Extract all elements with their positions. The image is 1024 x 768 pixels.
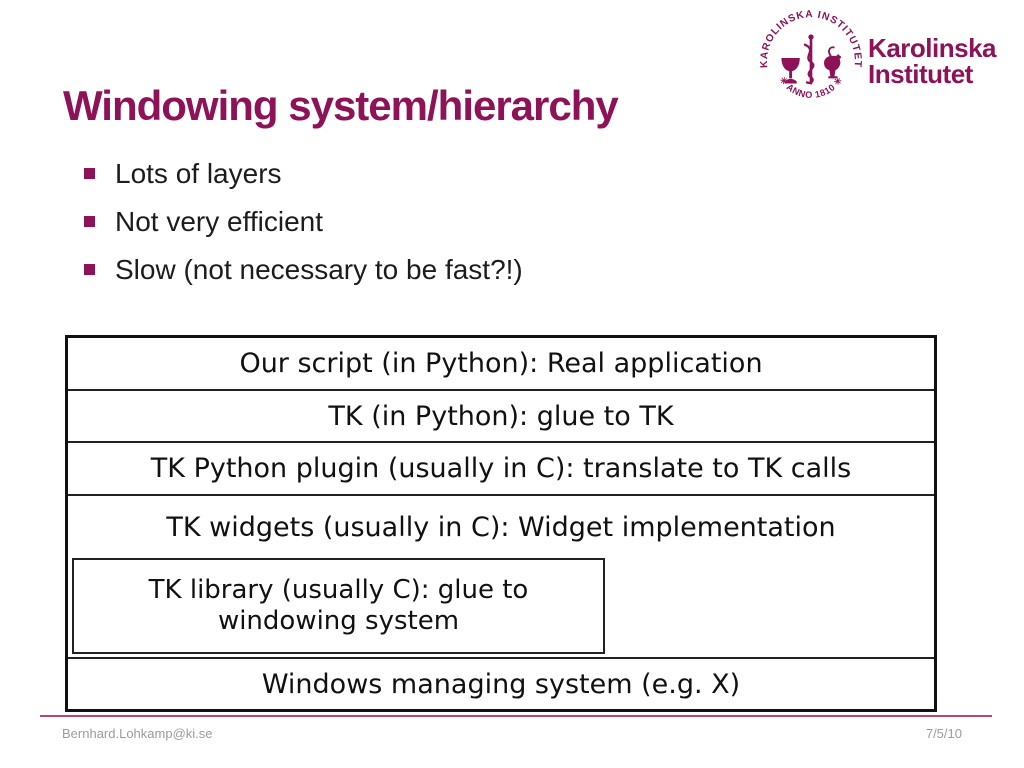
footer-email: Bernhard.Lohkamp@ki.se (62, 726, 213, 741)
bullet-square-icon (84, 168, 95, 179)
bullet-text: Lots of layers (115, 158, 282, 189)
layer-table: Our script (in Python): Real application… (65, 335, 937, 712)
bullet-list: Lots of layers Not very efficient Slow (… (84, 158, 944, 302)
ki-seal-icon: KAROLINSKA INSTITUTET ✳ ANNO 1810 ✳ (760, 10, 862, 100)
footer-date: 7/5/10 (925, 726, 962, 741)
ki-wordmark: Karolinska Institutet (868, 35, 996, 87)
bullet-item: Not very efficient (84, 206, 944, 254)
table-cell-line: TK library (usually C): glue to (148, 575, 529, 605)
bullet-item: Lots of layers (84, 158, 944, 206)
slide-title: Windowing system/hierarchy (63, 82, 619, 129)
rod-of-asclepius-icon (803, 34, 815, 85)
bowl-of-hygieia-icon (781, 57, 800, 84)
table-row: TK library (usually C): glue to windowin… (68, 558, 934, 659)
table-row: TK Python plugin (usually in C): transla… (68, 443, 934, 496)
table-row: TK (in Python): glue to TK (68, 391, 934, 443)
rooster-icon (824, 46, 842, 79)
table-cell-tk-library: TK library (usually C): glue to windowin… (72, 558, 605, 654)
footer-divider (40, 715, 992, 717)
bullet-square-icon (84, 264, 95, 275)
table-cell-line: windowing system (217, 606, 460, 636)
ki-wordmark-line2: Institutet (868, 59, 973, 89)
bullet-square-icon (84, 216, 95, 227)
table-row: Windows managing system (e.g. X) (261, 668, 741, 700)
table-row: TK widgets (usually in C): Widget implem… (166, 511, 836, 543)
table-row: Our script (in Python): Real application (68, 338, 934, 391)
bullet-item: Slow (not necessary to be fast?!) (84, 254, 944, 302)
bullet-text: Slow (not necessary to be fast?!) (115, 254, 523, 285)
ki-wordmark-line1: Karolinska (868, 33, 996, 63)
bullet-text: Not very efficient (115, 206, 324, 237)
ki-logo: KAROLINSKA INSTITUTET ✳ ANNO 1810 ✳ (760, 10, 996, 112)
